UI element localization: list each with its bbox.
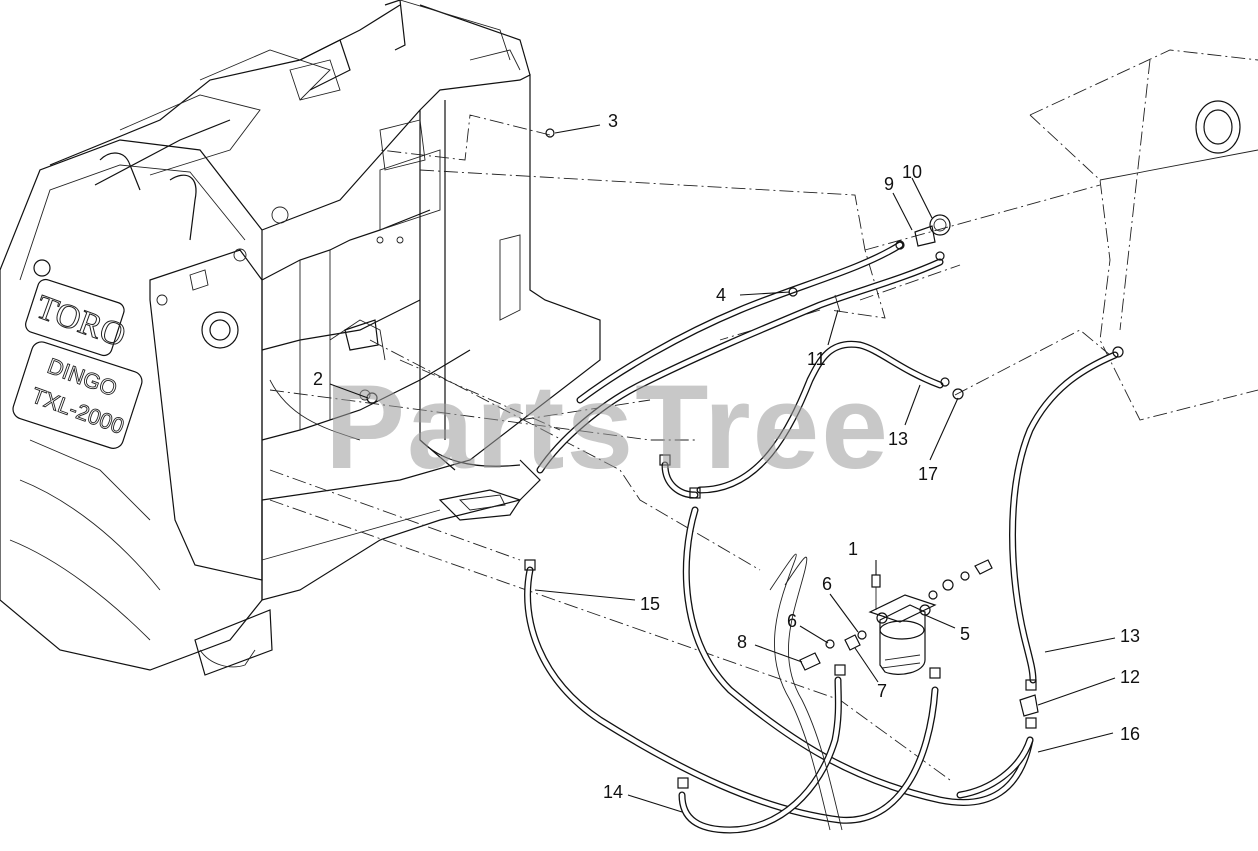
machine-frame	[0, 0, 601, 676]
callout-labels: 1 2 3 4 5 6 6 7 8 9 10 11 12 13 13 14 15…	[313, 111, 1140, 802]
callout-5: 5	[960, 624, 970, 644]
callout-4: 4	[716, 285, 726, 305]
callout-13-right: 13	[1120, 626, 1140, 646]
callout-14: 14	[603, 782, 623, 802]
callout-12: 12	[1120, 667, 1140, 687]
callout-1: 1	[848, 539, 858, 559]
callout-3: 3	[608, 111, 618, 131]
callout-6-upper: 6	[822, 574, 832, 594]
callout-2: 2	[313, 369, 323, 389]
toro-logo-text: TORO	[31, 288, 130, 354]
callout-17: 17	[918, 464, 938, 484]
callout-11: 11	[807, 349, 826, 369]
callout-15: 15	[640, 594, 660, 614]
fuel-hoses	[524, 241, 1119, 834]
callout-7: 7	[877, 681, 887, 701]
callout-16: 16	[1120, 724, 1140, 744]
callout-8: 8	[737, 632, 747, 652]
callout-10: 10	[902, 162, 922, 182]
callout-9: 9	[884, 174, 894, 194]
callout-13-upper: 13	[888, 429, 908, 449]
partstree-watermark: PartsTree	[325, 360, 890, 494]
callout-6-lower: 6	[787, 611, 797, 631]
callout-leaders	[329, 124, 1116, 813]
fuel-tank-outline	[1029, 49, 1258, 421]
fuel-filter	[868, 594, 937, 675]
